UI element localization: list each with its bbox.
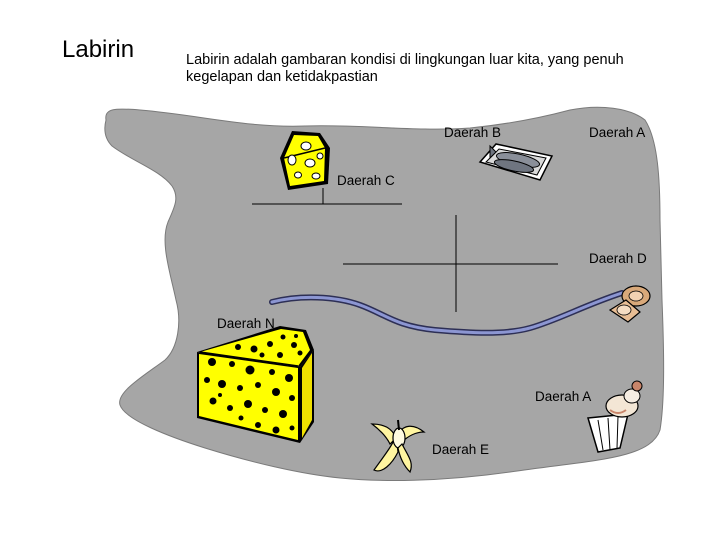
maze-floor	[105, 107, 664, 480]
label-daerah-c: Daerah C	[337, 173, 395, 188]
label-daerah-d: Daerah D	[589, 251, 647, 266]
label-daerah-b: Daerah B	[444, 125, 501, 140]
label-daerah-e: Daerah E	[432, 442, 489, 457]
label-daerah-a-top: Daerah A	[589, 125, 645, 140]
label-daerah-n: Daerah N	[217, 316, 275, 331]
label-daerah-a-bottom: Daerah A	[535, 389, 591, 404]
